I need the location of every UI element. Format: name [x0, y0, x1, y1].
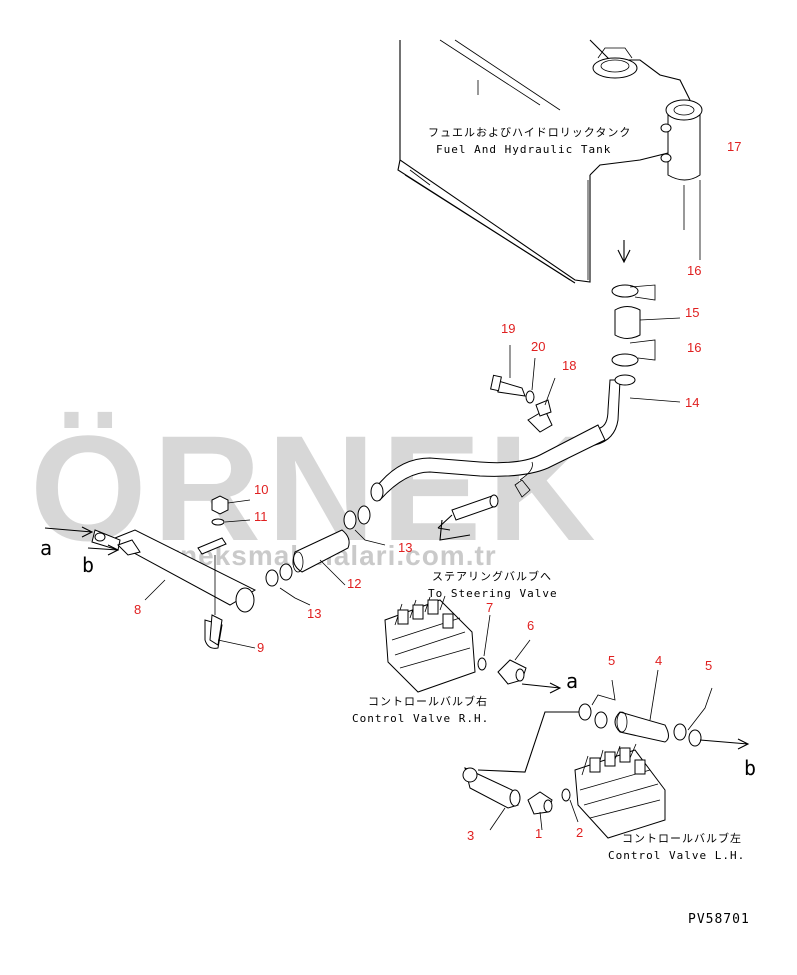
callout-11: 11 [254, 509, 268, 524]
callout-3: 3 [467, 828, 474, 843]
callout-10: 10 [254, 482, 268, 497]
callout-18: 18 [562, 358, 576, 373]
callout-16b: 16 [687, 340, 701, 355]
flow-b-right-arrow [699, 738, 750, 750]
suction-hose [370, 424, 606, 502]
callout-15: 15 [685, 305, 699, 320]
part-14-elbow-hose [594, 374, 681, 446]
part-11-washer [211, 518, 251, 526]
watermark: ÖRNEK orneksmakinalari.com.tr [30, 404, 596, 572]
callout-8: 8 [134, 602, 141, 617]
flow-b-left-arrow [87, 544, 120, 556]
part-10-nut [211, 495, 251, 515]
label-steering-jp: ステアリングバルブへ [432, 569, 552, 583]
part-5-clamps-right [673, 687, 713, 747]
label-control-lh-en: Control Valve L.H. [608, 849, 745, 862]
flow-b-right: b [744, 756, 756, 780]
callout-7: 7 [486, 600, 493, 615]
callout-4: 4 [655, 653, 662, 668]
part-5-clamps-left [578, 679, 616, 729]
outlet-arrow [617, 240, 631, 264]
flow-b-left: b [82, 553, 94, 577]
part-17-strainer [660, 99, 703, 260]
part-2-oring [561, 788, 579, 823]
part-13-clamps-lower [265, 563, 311, 606]
part-18-clip [527, 377, 556, 433]
callout-5b: 5 [705, 658, 712, 673]
part-8-tube [91, 529, 257, 613]
callout-2: 2 [576, 825, 583, 840]
part-7-oring [477, 614, 491, 671]
control-valve-rh [384, 595, 476, 693]
flow-a-left: a [40, 536, 52, 560]
callout-13a: 13 [398, 540, 412, 555]
callout-19: 19 [501, 321, 515, 336]
callout-6: 6 [527, 618, 534, 633]
callout-17: 17 [727, 139, 741, 154]
label-steering-en: To Steering Valve [428, 587, 558, 600]
part-19-bolt [490, 345, 526, 397]
label-control-rh-jp: コントロールバルブ右 [368, 694, 488, 708]
part-20-washer [525, 357, 536, 404]
label-fuel-tank-en: Fuel And Hydraulic Tank [436, 143, 611, 156]
part-1-elbow [527, 791, 553, 831]
label-control-lh-jp: コントロールバルブ左 [622, 831, 742, 845]
control-valve-lh [574, 743, 666, 839]
callouts: 1 2 3 4 5 5 6 7 8 9 10 11 12 13 13 14 15… [134, 139, 741, 843]
part-4-hose [614, 669, 669, 743]
label-control-rh-en: Control Valve R.H. [352, 712, 489, 725]
part-6-elbow [497, 639, 531, 685]
callout-13b: 13 [307, 606, 321, 621]
part-16-clamp-upper [611, 284, 656, 301]
callout-12: 12 [347, 576, 361, 591]
part-9-elbow [204, 614, 256, 649]
callout-1: 1 [535, 826, 542, 841]
steering-valve-pipe [437, 494, 499, 541]
callout-20: 20 [531, 339, 545, 354]
flow-a-left-arrow [44, 526, 94, 538]
callout-9: 9 [257, 640, 264, 655]
drawing-number: PV58701 [688, 912, 750, 927]
part-3-tube [462, 711, 582, 831]
callout-14: 14 [685, 395, 699, 410]
part-12-hose [292, 529, 350, 586]
callout-5a: 5 [608, 653, 615, 668]
callout-16a: 16 [687, 263, 701, 278]
part-15-joint [614, 306, 681, 339]
part-16-clamp-lower [611, 339, 656, 367]
flow-a-right-arrow [521, 682, 562, 694]
part-13-clamps-upper [343, 505, 386, 546]
fuel-hydraulic-tank [397, 39, 703, 284]
flow-a-right: a [566, 669, 578, 693]
mount-plate [197, 537, 227, 615]
label-fuel-tank-jp: フュエルおよびハイドロリックタンク [428, 126, 631, 139]
